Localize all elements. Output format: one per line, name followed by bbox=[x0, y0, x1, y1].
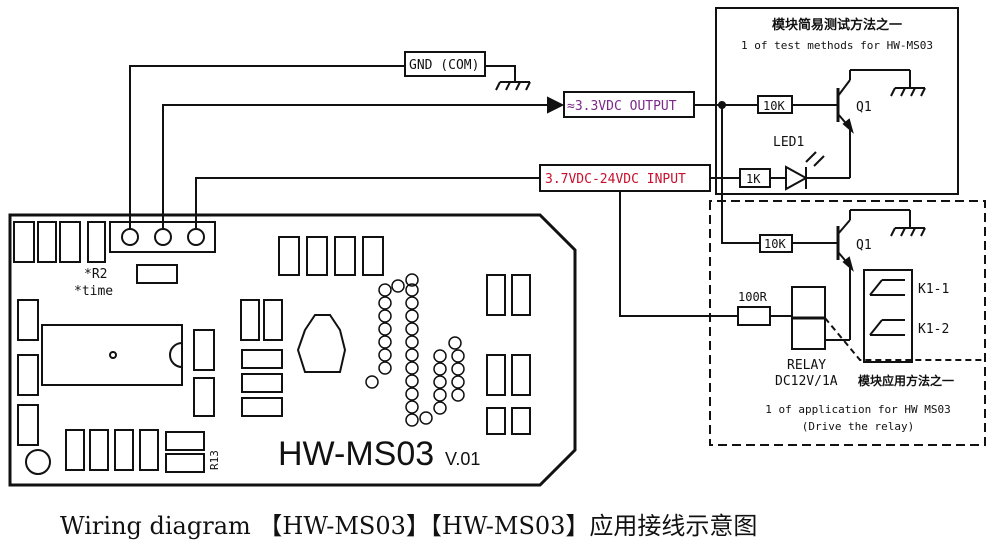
right-pads bbox=[486, 274, 531, 435]
resistor-10k-app-label: 10K bbox=[764, 237, 786, 251]
q1-app-label: Q1 bbox=[856, 238, 872, 253]
r13-label: R13 bbox=[208, 450, 221, 470]
output-label: ≈3.3VDC OUTPUT bbox=[567, 99, 677, 114]
resistor-100r bbox=[737, 306, 771, 326]
time-label: *time bbox=[74, 284, 113, 299]
r2-label: *R2 bbox=[84, 267, 107, 282]
wire-input-to-relay bbox=[619, 191, 738, 317]
application-box bbox=[709, 200, 986, 446]
r2-pad bbox=[136, 264, 178, 284]
output-arrow bbox=[547, 96, 565, 114]
led1-label: LED1 bbox=[773, 135, 804, 150]
wire-input bbox=[195, 177, 540, 229]
relay-rating: DC12V/1A bbox=[775, 374, 838, 389]
board-model: HW-MS03 bbox=[278, 435, 434, 473]
pcb-board-outline bbox=[8, 213, 577, 487]
app-subtitle: (Drive the relay) bbox=[802, 420, 915, 433]
led1-icon bbox=[785, 151, 850, 191]
ground-symbol-main bbox=[495, 81, 531, 91]
gnd-label-box bbox=[404, 51, 486, 77]
test-method-box bbox=[715, 7, 959, 195]
relay-link bbox=[824, 317, 985, 361]
pin-gnd bbox=[121, 228, 139, 246]
top-left-pads bbox=[13, 221, 106, 263]
middle-pads bbox=[240, 299, 347, 417]
bottom-pads bbox=[25, 429, 205, 475]
transistor-q1-test bbox=[836, 69, 910, 178]
input-label: 3.7VDC-24VDC INPUT bbox=[545, 172, 686, 187]
gnd-label: GND (COM) bbox=[409, 58, 479, 73]
upper-middle-pads bbox=[278, 236, 384, 276]
transistor-q1-app bbox=[825, 209, 910, 341]
relay-label: RELAY bbox=[787, 358, 826, 373]
k1-2-label: K1-2 bbox=[918, 322, 949, 337]
sensor-coil bbox=[365, 273, 465, 427]
app-title-en: 1 of application for HW MS03 bbox=[765, 403, 950, 416]
board-version: V.01 bbox=[445, 449, 480, 469]
relay-coil bbox=[791, 286, 826, 350]
q1-test-label: Q1 bbox=[856, 100, 872, 115]
k1-1-label: K1-1 bbox=[918, 282, 949, 297]
resistor-100r-label: 100R bbox=[738, 290, 768, 304]
test-title-en: 1 of test methods for HW-MS03 bbox=[741, 39, 933, 52]
pin-out bbox=[154, 228, 172, 246]
ic-chip bbox=[41, 324, 183, 386]
test-title-cn: 模块简易测试方法之一 bbox=[772, 17, 902, 33]
wire-gnd bbox=[129, 65, 405, 229]
wire-gnd-ground bbox=[485, 65, 516, 82]
relay-contacts bbox=[863, 269, 913, 363]
pin-vin bbox=[187, 228, 205, 246]
resistor-1k-label: 1K bbox=[746, 172, 761, 186]
left-pads bbox=[17, 299, 215, 446]
wire-output-to-app bbox=[721, 105, 760, 244]
resistor-10k-test-label: 10K bbox=[763, 99, 785, 113]
caption: Wiring diagram 【HW-MS03】【HW-MS03】应用接线示意图 bbox=[60, 512, 757, 540]
wire-output bbox=[162, 104, 548, 229]
ground-symbol-test bbox=[890, 70, 926, 97]
app-title-cn: 模块应用方法之一 bbox=[858, 373, 954, 388]
ground-symbol-app bbox=[890, 210, 926, 237]
